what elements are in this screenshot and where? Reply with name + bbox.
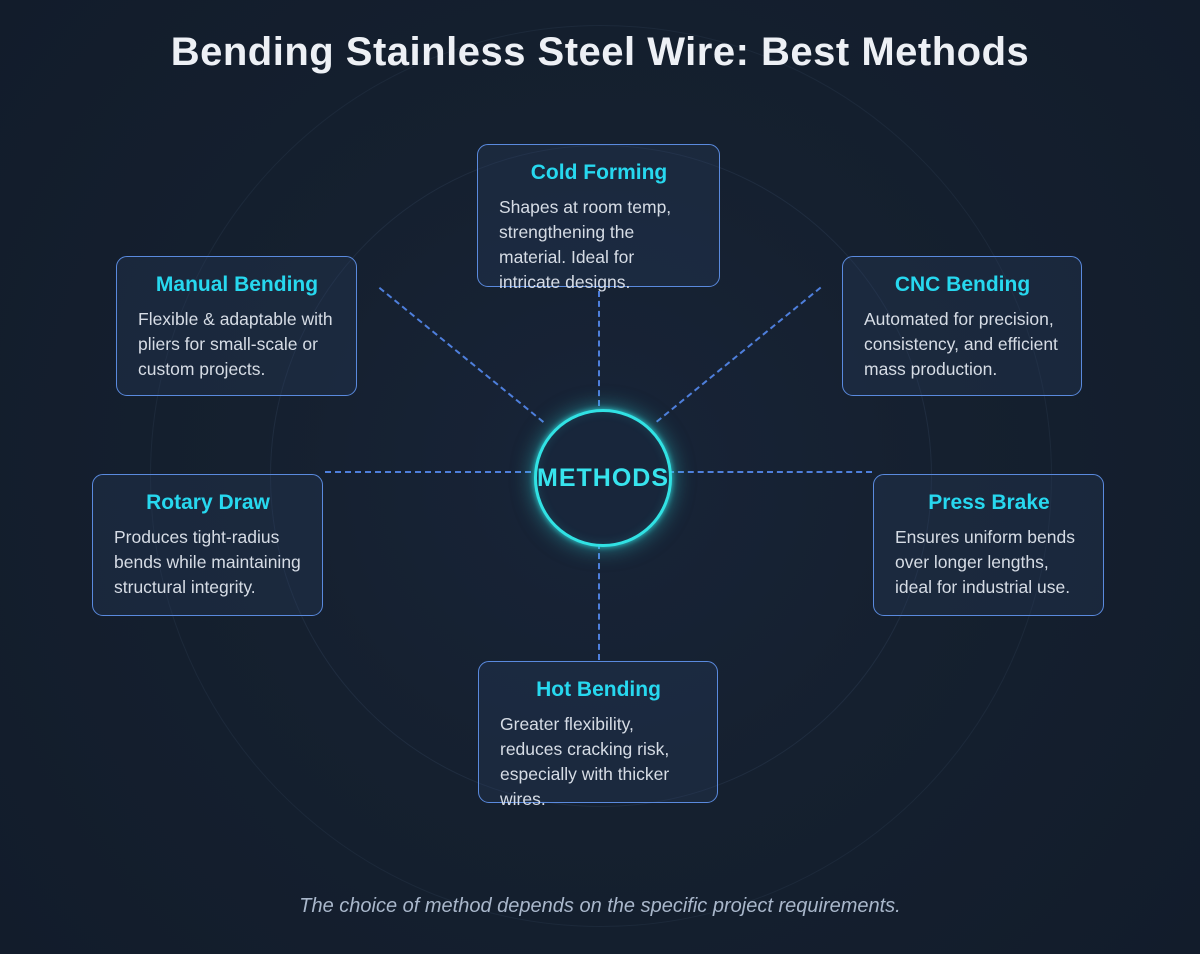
background-ring-outer [150, 25, 1052, 927]
card-manual-bending-description: Flexible & adaptable with pliers for sma… [138, 309, 333, 379]
card-manual-bending: Manual Bending Flexible & adaptable with… [116, 256, 357, 396]
footer-note: The choice of method depends on the spec… [299, 895, 901, 917]
card-cold-forming-description: Shapes at room temp, strengthening the m… [499, 197, 672, 292]
card-manual-bending-title: Manual Bending [155, 273, 319, 296]
connector-right [668, 471, 872, 473]
card-hot-bending-title: Hot Bending [536, 678, 661, 701]
card-cnc-bending-description: Automated for precision, consistency, an… [864, 309, 1058, 379]
card-press-brake: Press Brake Ensures uniform bends over l… [873, 474, 1104, 616]
connector-left [325, 471, 531, 473]
card-cnc-bending: CNC Bending Automated for precision, con… [842, 256, 1082, 396]
background-ring-inner [270, 145, 932, 807]
card-cnc-bending-title: CNC Bending [894, 273, 1031, 296]
card-rotary-draw-title: Rotary Draw [146, 491, 270, 514]
card-hot-bending-description: Greater flexibility, reduces cracking ri… [500, 714, 670, 809]
card-hot-bending: Hot Bending Greater flexibility, reduces… [478, 661, 718, 809]
page-title: Bending Stainless Steel Wire: Best Metho… [170, 30, 1030, 74]
card-rotary-draw-description: Produces tight-radius bends while mainta… [114, 527, 301, 597]
methods-hub-label: METHODS [537, 463, 669, 492]
card-cold-forming-title: Cold Forming [530, 161, 668, 184]
card-cold-forming: Cold Forming Shapes at room temp, streng… [477, 144, 720, 292]
connector-top [598, 291, 600, 406]
card-press-brake-title: Press Brake [928, 491, 1050, 514]
card-press-brake-description: Ensures uniform bends over longer length… [895, 527, 1075, 597]
card-rotary-draw: Rotary Draw Produces tight-radius bends … [92, 474, 323, 616]
connector-bottom [598, 543, 600, 660]
methods-hub-circle: METHODS [534, 409, 672, 547]
